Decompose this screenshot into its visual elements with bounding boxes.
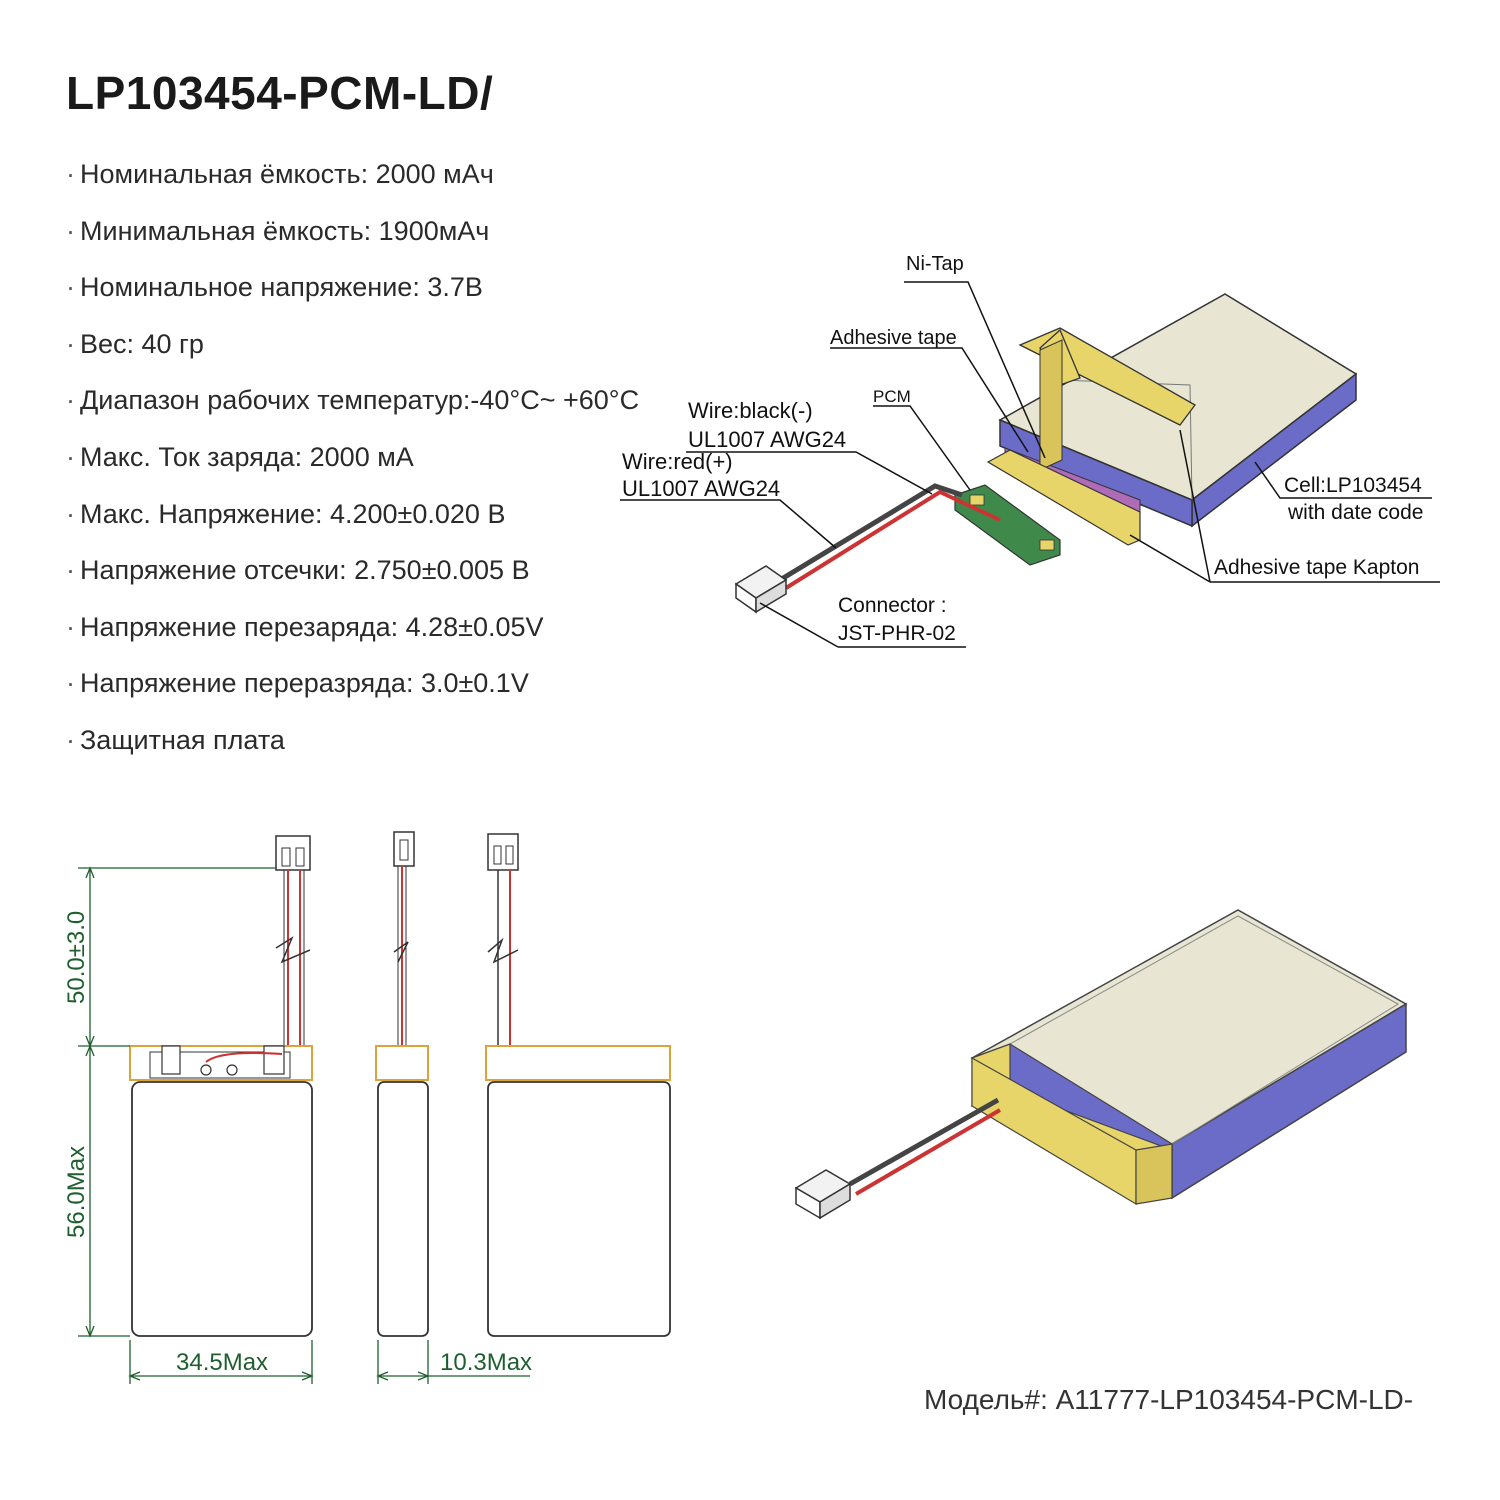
product-title: LP103454-PCM-LD/ bbox=[66, 67, 494, 119]
spec-text: Вес: 40 гр bbox=[80, 328, 204, 359]
spec-item: ·Макс. Напряжение: 4.200±0.020 В bbox=[66, 486, 639, 543]
spec-text: Напряжение отсечки: 2.750±0.005 В bbox=[80, 555, 530, 586]
bullet-icon: · bbox=[66, 724, 75, 755]
bullet-icon: · bbox=[66, 328, 75, 359]
label-wire-red-spec: UL1007 AWG24 bbox=[622, 476, 780, 501]
bullet-icon: · bbox=[66, 498, 75, 529]
spec-item: ·Минимальная ёмкость: 1900мАч bbox=[66, 203, 639, 260]
spec-item: ·Номинальная ёмкость: 2000 мАч bbox=[66, 146, 639, 203]
bullet-icon: · bbox=[66, 441, 75, 472]
spec-item: ·Напряжение отсечки: 2.750±0.005 В bbox=[66, 542, 639, 599]
bullet-icon: · bbox=[66, 611, 75, 642]
label-kapton: Adhesive tape Kapton bbox=[1214, 556, 1420, 579]
bullet-icon: · bbox=[66, 159, 75, 189]
front-view bbox=[129, 835, 313, 1337]
bullet-icon: · bbox=[66, 385, 75, 416]
spec-text: Диапазон рабочих температур:-40°C~ +60°C bbox=[80, 385, 640, 416]
jst-connector bbox=[734, 565, 788, 614]
bullet-icon: · bbox=[66, 668, 75, 699]
dim-lead-length: 50.0±3.0 bbox=[63, 911, 90, 1004]
model-number: Модель#: A11777-LP103454-PCM-LD- bbox=[924, 1384, 1414, 1415]
dim-width: 34.5Max bbox=[176, 1349, 268, 1376]
spec-text: Напряжение переразряда: 3.0±0.1V bbox=[80, 668, 529, 699]
label-date-code: with date code bbox=[1287, 501, 1423, 524]
kapton-tape bbox=[986, 449, 1141, 546]
spec-item: ·Диапазон рабочих температур:-40°C~ +60°… bbox=[66, 372, 639, 429]
label-cell: Cell:LP103454 bbox=[1284, 474, 1422, 497]
dim-height: 56.0Max bbox=[63, 1146, 90, 1238]
back-view bbox=[485, 833, 671, 1337]
side-view bbox=[375, 831, 429, 1337]
dimension-lines bbox=[78, 866, 530, 1384]
spec-item: ·Макс. Ток заряда: 2000 мА bbox=[66, 429, 639, 486]
spec-text: Номинальное напряжение: 3.7В bbox=[80, 272, 483, 303]
bullet-icon: · bbox=[66, 215, 75, 246]
spec-text: Макс. Ток заряда: 2000 мА bbox=[80, 441, 414, 472]
spec-item: ·Напряжение перезаряда: 4.28±0.05V bbox=[66, 599, 639, 656]
label-pcm: PCM bbox=[873, 387, 911, 406]
exploded-assembly-diagram: Ni-Tap Adhesive tape PCM Wire:black(-) U… bbox=[620, 253, 1440, 648]
spec-text: Макс. Напряжение: 4.200±0.020 В bbox=[80, 498, 506, 529]
assembled-battery-3d bbox=[794, 909, 1408, 1220]
label-wire-black-spec: UL1007 AWG24 bbox=[688, 427, 846, 452]
spec-item: ·Защитная плата bbox=[66, 712, 639, 769]
spec-item: ·Номинальное напряжение: 3.7В bbox=[66, 259, 639, 316]
leader-lines bbox=[620, 281, 1440, 648]
dim-thickness: 10.3Max bbox=[440, 1349, 532, 1376]
bullet-icon: · bbox=[66, 555, 75, 586]
ni-tap-strip bbox=[1018, 327, 1196, 471]
spec-text: Номинальная ёмкость: 2000 мАч bbox=[80, 159, 494, 189]
spec-item: ·Вес: 40 гр bbox=[66, 316, 639, 373]
label-wire-red: Wire:red(+) bbox=[622, 449, 733, 474]
label-ni-tap: Ni-Tap bbox=[906, 253, 964, 275]
spec-list: ·Номинальная ёмкость: 2000 мАч ·Минималь… bbox=[66, 146, 639, 769]
bullet-icon: · bbox=[66, 272, 75, 303]
label-wire-black: Wire:black(-) bbox=[688, 398, 813, 423]
spec-text: Минимальная ёмкость: 1900мАч bbox=[80, 215, 490, 246]
label-connector: Connector : bbox=[838, 594, 947, 617]
technical-drawing: 50.0±3.0 56.0Max 34.5Max 10.3Max bbox=[63, 831, 671, 1384]
pcm-board bbox=[954, 484, 1061, 566]
spec-item: ·Напряжение переразряда: 3.0±0.1V bbox=[66, 655, 639, 712]
spec-text: Защитная плата bbox=[80, 724, 285, 755]
lead-wires bbox=[778, 483, 1001, 590]
label-adhesive-tape: Adhesive tape bbox=[830, 327, 957, 349]
label-connector-type: JST-PHR-02 bbox=[838, 622, 956, 645]
spec-text: Напряжение перезаряда: 4.28±0.05V bbox=[80, 611, 544, 642]
